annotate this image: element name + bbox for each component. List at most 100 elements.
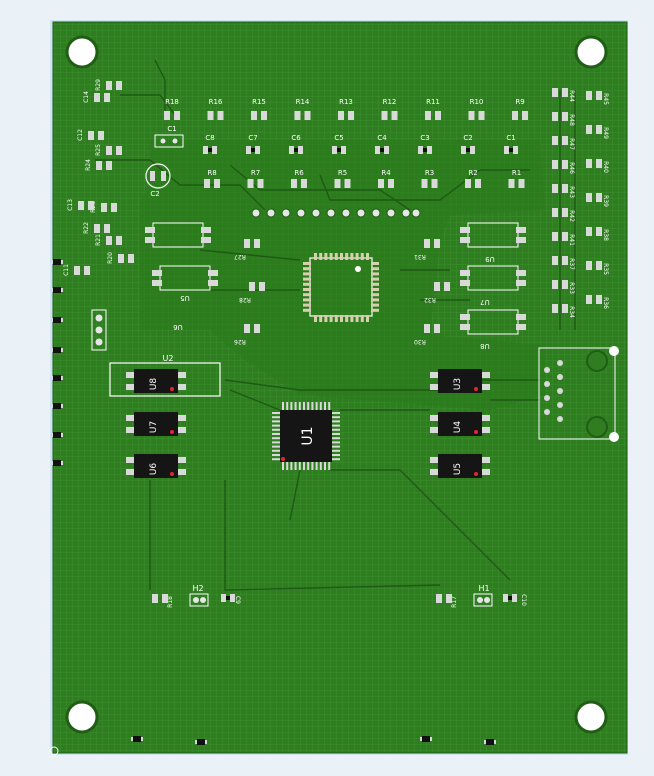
label-r11: R11 (426, 98, 440, 106)
label-c2: C2 (463, 134, 472, 142)
label-r10: R10 (470, 98, 484, 106)
electrolytic-cap (145, 163, 171, 189)
label-r30: R30 (414, 338, 426, 345)
test-pad (51, 287, 63, 293)
resistor-r10 (468, 111, 485, 120)
resistor-r47 (552, 136, 568, 145)
c1-footprint (154, 134, 184, 148)
label-r4: R4 (381, 169, 391, 177)
resistor-r26 (244, 324, 260, 333)
connector-pin-top (609, 346, 619, 356)
label-r18: R18 (165, 98, 179, 106)
capacitor-c6 (289, 146, 303, 154)
test-pad (51, 460, 63, 466)
label-u3: U3 (453, 378, 463, 390)
ic-u7-footprint (460, 265, 526, 291)
resistor-r33 (552, 280, 568, 289)
mcu-u1: U1 (272, 402, 340, 470)
part-r24 (96, 161, 112, 170)
resistor-r49 (586, 125, 602, 134)
resistor-r37 (552, 256, 568, 265)
label-r37: R37 (568, 258, 575, 270)
resistor-r13 (338, 111, 354, 120)
part-r20 (118, 254, 134, 263)
resistor-r39 (586, 193, 602, 202)
capacitor-c2 (461, 146, 475, 154)
label-r49: R49 (602, 127, 609, 139)
label-r9: R9 (515, 98, 524, 106)
label-r3: R3 (425, 169, 434, 177)
label-r39: R39 (602, 195, 609, 207)
header-h2 (189, 593, 209, 607)
capacitor-c3 (418, 146, 432, 154)
label-r8: R8 (207, 169, 216, 177)
label-u8: U8 (480, 342, 490, 350)
connector-hole-bottom (586, 416, 608, 438)
test-pad (484, 739, 496, 745)
resistor-r16 (207, 111, 224, 120)
test-pad (131, 736, 143, 742)
label-u7: U7 (480, 298, 490, 306)
label-u6: U6 (173, 323, 183, 331)
label-c5: C5 (334, 134, 343, 142)
test-pad (420, 736, 432, 742)
mcu-label: U1 (300, 426, 316, 445)
label-r14: R14 (296, 98, 310, 106)
optocoupler-u5 (430, 454, 490, 478)
part-r29 (106, 81, 122, 90)
label-u8: U8 (149, 378, 159, 391)
resistor-r30 (424, 324, 440, 333)
capacitor-c10-footprint (503, 594, 517, 602)
optocoupler-u7 (126, 412, 186, 436)
label-c10: C10 (520, 594, 527, 606)
test-pad (51, 375, 63, 381)
part-c14 (94, 93, 110, 102)
resistor-r34 (552, 304, 568, 313)
resistor-r28 (249, 282, 265, 291)
optocoupler-u6 (126, 454, 186, 478)
label-r34: R34 (568, 306, 575, 318)
label-u5: U5 (180, 294, 190, 302)
label-r20: R20 (107, 252, 114, 264)
traces (95, 59, 576, 591)
label-u7: U7 (149, 421, 159, 433)
ic-u8-footprint (460, 309, 526, 335)
label-c7: C7 (248, 134, 257, 142)
label-r12: R12 (383, 98, 397, 106)
label-r45: R45 (602, 93, 609, 105)
label-r25: R25 (95, 144, 102, 156)
label-r44: R44 (568, 90, 575, 102)
label-c11: C11 (63, 264, 70, 276)
resistor-r44 (552, 88, 568, 97)
resistor-r2 (465, 179, 481, 188)
resistor-r4 (378, 179, 394, 188)
label-r38: R38 (602, 229, 609, 241)
label-u6: U6 (149, 463, 159, 476)
resistor-r9 (512, 111, 528, 120)
label-r16: R16 (209, 98, 223, 106)
label-c9: C9 (234, 596, 241, 604)
mounting-hole-top-left (65, 35, 99, 69)
label-c2: C2 (150, 190, 159, 198)
label-u9: U9 (485, 255, 495, 263)
optocoupler-u3 (430, 369, 490, 393)
capacitor-c7 (246, 146, 260, 154)
resistor-r6 (291, 179, 307, 188)
label-u5: U5 (453, 463, 463, 475)
header-h1 (473, 593, 493, 607)
test-pad (51, 259, 63, 265)
label-r2: R2 (468, 169, 477, 177)
resistor-r18 (164, 111, 180, 120)
resistor-r38 (586, 227, 602, 236)
label-c8: C8 (205, 134, 214, 142)
resistor-r7 (247, 179, 264, 188)
resistor-r43 (552, 184, 568, 193)
resistor-r18-footprint (152, 594, 168, 603)
resistor-r17-footprint (436, 594, 452, 603)
label-c6: C6 (291, 134, 301, 142)
label-u4: U4 (453, 421, 463, 434)
resistor-r48 (552, 112, 568, 121)
label-r21: R21 (95, 234, 102, 246)
ic-u6-footprint (145, 222, 211, 248)
